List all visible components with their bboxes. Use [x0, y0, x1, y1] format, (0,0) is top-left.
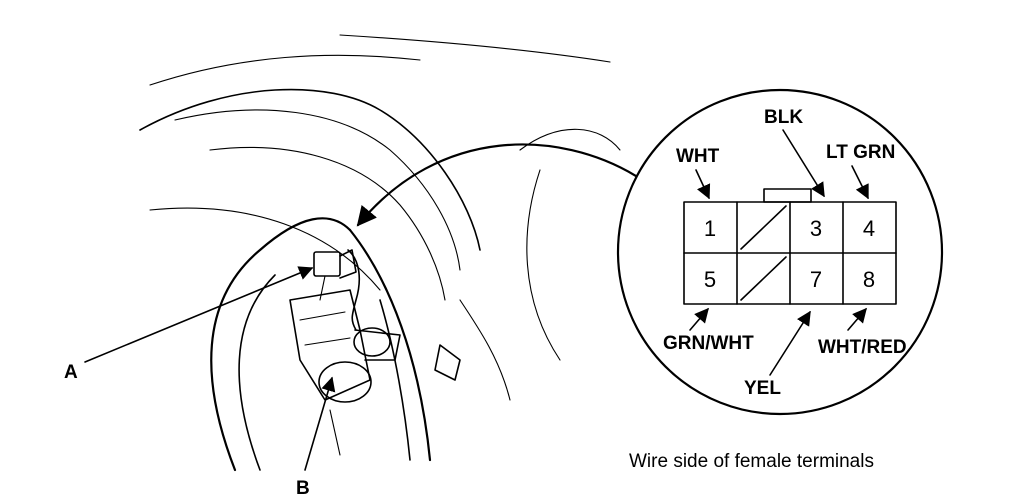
- wire-arrow-yel: [769, 310, 811, 376]
- callout-b-leader: [304, 376, 336, 471]
- wire-arrow-wht: [695, 169, 711, 200]
- wire-label-grn-wht: GRN/WHT: [663, 333, 754, 354]
- wire-label-lt-grn: LT GRN: [826, 142, 895, 163]
- wire-label-wht: WHT: [676, 146, 720, 167]
- callout-a-leader: [84, 266, 314, 363]
- connector-detail-circle: [616, 88, 944, 416]
- wire-arrow-blk: [782, 129, 825, 198]
- terminal-3: 3: [810, 216, 822, 241]
- wire-label-wht-red: WHT/RED: [818, 337, 907, 358]
- wire-arrow-wht-red: [847, 307, 867, 331]
- wire-label-yel: YEL: [744, 378, 781, 399]
- unused-cavity-6: [740, 256, 787, 301]
- wire-arrow-grn-wht: [689, 307, 709, 331]
- caption: Wire side of female terminals: [629, 451, 874, 472]
- wire-arrow-lt-grn: [851, 165, 869, 200]
- connector-face: [683, 188, 897, 305]
- terminal-7: 7: [810, 267, 822, 292]
- terminal-4: 4: [863, 216, 875, 241]
- dashboard-illustration: [139, 34, 621, 472]
- callout-b-label: B: [296, 478, 310, 499]
- wire-label-blk: BLK: [764, 107, 803, 128]
- detail-pointer-arrow: [356, 143, 638, 227]
- terminal-1: 1: [704, 216, 716, 241]
- callout-a-label: A: [64, 362, 78, 383]
- terminal-8: 8: [863, 267, 875, 292]
- unused-cavity-2: [740, 205, 787, 250]
- terminal-5: 5: [704, 267, 716, 292]
